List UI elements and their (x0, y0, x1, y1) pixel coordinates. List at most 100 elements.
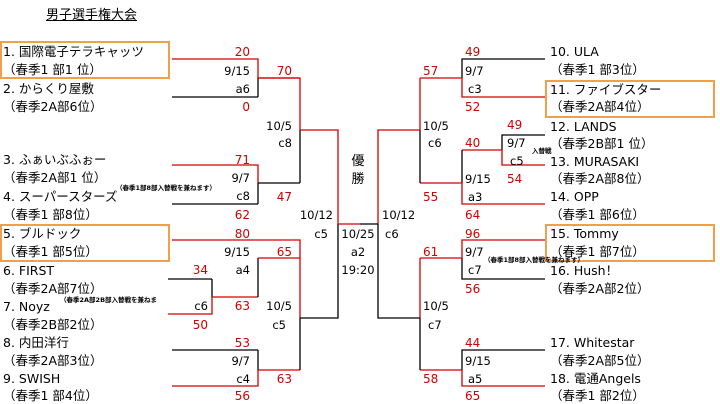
team-16-name: 16. Hush！ (550, 263, 619, 278)
highlight-team-5 (0, 224, 170, 262)
team-17-name: 17. Whitestar (550, 335, 635, 350)
score: 61 (423, 245, 439, 259)
match-date: 9/7 (507, 136, 526, 150)
match-date: 10/5 (423, 119, 449, 133)
final-date: 10/25 (341, 227, 375, 241)
match-date: 9/7 (465, 64, 484, 78)
team-5-rank: （春季1 部5位） (3, 244, 98, 259)
score: 50 (192, 318, 208, 332)
exchange-match-note: （春季2A部2B部入替戦を兼ねま (60, 296, 158, 304)
score: 44 (465, 336, 481, 350)
match-court: c3 (468, 82, 482, 96)
score: 34 (192, 263, 208, 277)
highlight-team-1 (0, 41, 170, 79)
score: 63 (234, 299, 250, 313)
match-date: 9/15 (224, 64, 250, 78)
match-court: c8 (278, 136, 292, 150)
team-17-rank: （春季2A部5位） (550, 353, 650, 368)
match-court: a5 (468, 372, 483, 386)
match-court: a4 (235, 263, 250, 277)
page-title: 男子選手権大会 (46, 8, 138, 23)
score: 20 (234, 45, 250, 59)
team-6-rank: （春季2A部7位） (3, 281, 103, 296)
team-6-name: 6. FIRST (3, 263, 55, 278)
team-3-name: 3. ふぁいぶふぉー (3, 152, 107, 167)
team-9-rank: （春季1 部4位） (3, 388, 98, 403)
match-court: c6 (428, 136, 442, 150)
score: 52 (465, 100, 481, 114)
score: 56 (234, 389, 250, 403)
exchange-match-note: 入替戦 (532, 147, 552, 155)
match-date: 9/15 (465, 172, 491, 186)
team-10-rank: （春季1 部3位） (550, 62, 645, 77)
team-1-name: 1. 国際電子テラキャッツ (3, 44, 144, 59)
exchange-match-note: （春季1部8部入替戦を兼ねます） (116, 184, 217, 192)
score: 57 (423, 64, 439, 78)
team-15-rank: （春季1 部7位） (550, 244, 645, 259)
match-court: c5 (272, 318, 286, 332)
score: 64 (465, 208, 481, 222)
team-15-name: 15. Tommy (550, 226, 619, 241)
highlight-team-15 (545, 224, 715, 262)
team-2-name: 2. からくり屋敷 (3, 81, 94, 96)
score: 0 (242, 100, 250, 114)
score: 71 (234, 153, 250, 167)
score: 65 (276, 245, 292, 259)
score: 80 (234, 227, 250, 241)
match-court: c7 (428, 318, 442, 332)
team-1-rank: （春季1 部1 位） (3, 62, 102, 77)
score: 96 (465, 227, 481, 241)
score: 70 (276, 64, 292, 78)
score: 47 (276, 190, 292, 204)
team-14-name: 14. OPP (550, 189, 599, 204)
team-5-name: 5. ブルドック (3, 226, 82, 241)
match-court: c6 (194, 299, 208, 313)
match-date: 10/12 (382, 208, 416, 222)
match-court: a3 (468, 190, 483, 204)
score: 58 (423, 372, 439, 386)
match-court: c7 (468, 263, 482, 277)
score: 49 (507, 118, 523, 132)
match-date: 9/7 (231, 354, 250, 368)
match-date: 10/12 (299, 208, 333, 222)
team-18-name: 18. 電通Angels (550, 371, 641, 386)
match-date: 9/15 (465, 354, 491, 368)
score: 65 (465, 389, 481, 403)
match-court: c8 (236, 189, 250, 203)
score: 56 (465, 282, 481, 296)
score: 54 (507, 172, 523, 186)
match-date: 10/5 (266, 119, 292, 133)
final-label-1: 優 (351, 154, 365, 169)
match-court: c4 (236, 372, 250, 386)
team-3-rank: （春季2A部1 位） (3, 170, 107, 185)
team-18-rank: （春季1 部2位） (550, 388, 645, 403)
team-8-rank: （春季2A部3位） (3, 353, 103, 368)
team-11-rank: （春季2A部4位） (550, 99, 650, 114)
team-12-name: 12. LANDS (550, 119, 617, 134)
final-label-2: 勝 (351, 172, 365, 187)
final-court: a2 (350, 245, 366, 259)
team-11-name: 11. ファイブスター (550, 82, 662, 97)
team-14-rank: （春季1 部6位） (550, 207, 645, 222)
highlight-team-11 (545, 80, 715, 118)
match-date: 10/5 (266, 299, 292, 313)
match-date: 10/5 (423, 299, 449, 313)
match-court: a6 (235, 82, 250, 96)
team-9-name: 9. SWISH (3, 371, 61, 386)
team-10-name: 10. ULA (550, 44, 599, 59)
score: 40 (465, 136, 481, 150)
score: 49 (465, 45, 481, 59)
team-2-rank: （春季2A部6位） (3, 99, 103, 114)
team-16-rank: （春季2A部2位） (550, 281, 650, 296)
team-7-rank: （春季2B部2位） (3, 317, 103, 332)
team-7-name: 7. Noyz (3, 299, 50, 314)
team-13-rank: （春季2A部8位） (550, 171, 650, 186)
match-court: c5 (314, 227, 328, 241)
team-8-name: 8. 内田洋行 (3, 335, 69, 350)
match-date: 9/15 (224, 245, 250, 259)
match-court: c6 (385, 227, 399, 241)
score: 55 (423, 190, 439, 204)
match-court: c5 (510, 154, 524, 168)
